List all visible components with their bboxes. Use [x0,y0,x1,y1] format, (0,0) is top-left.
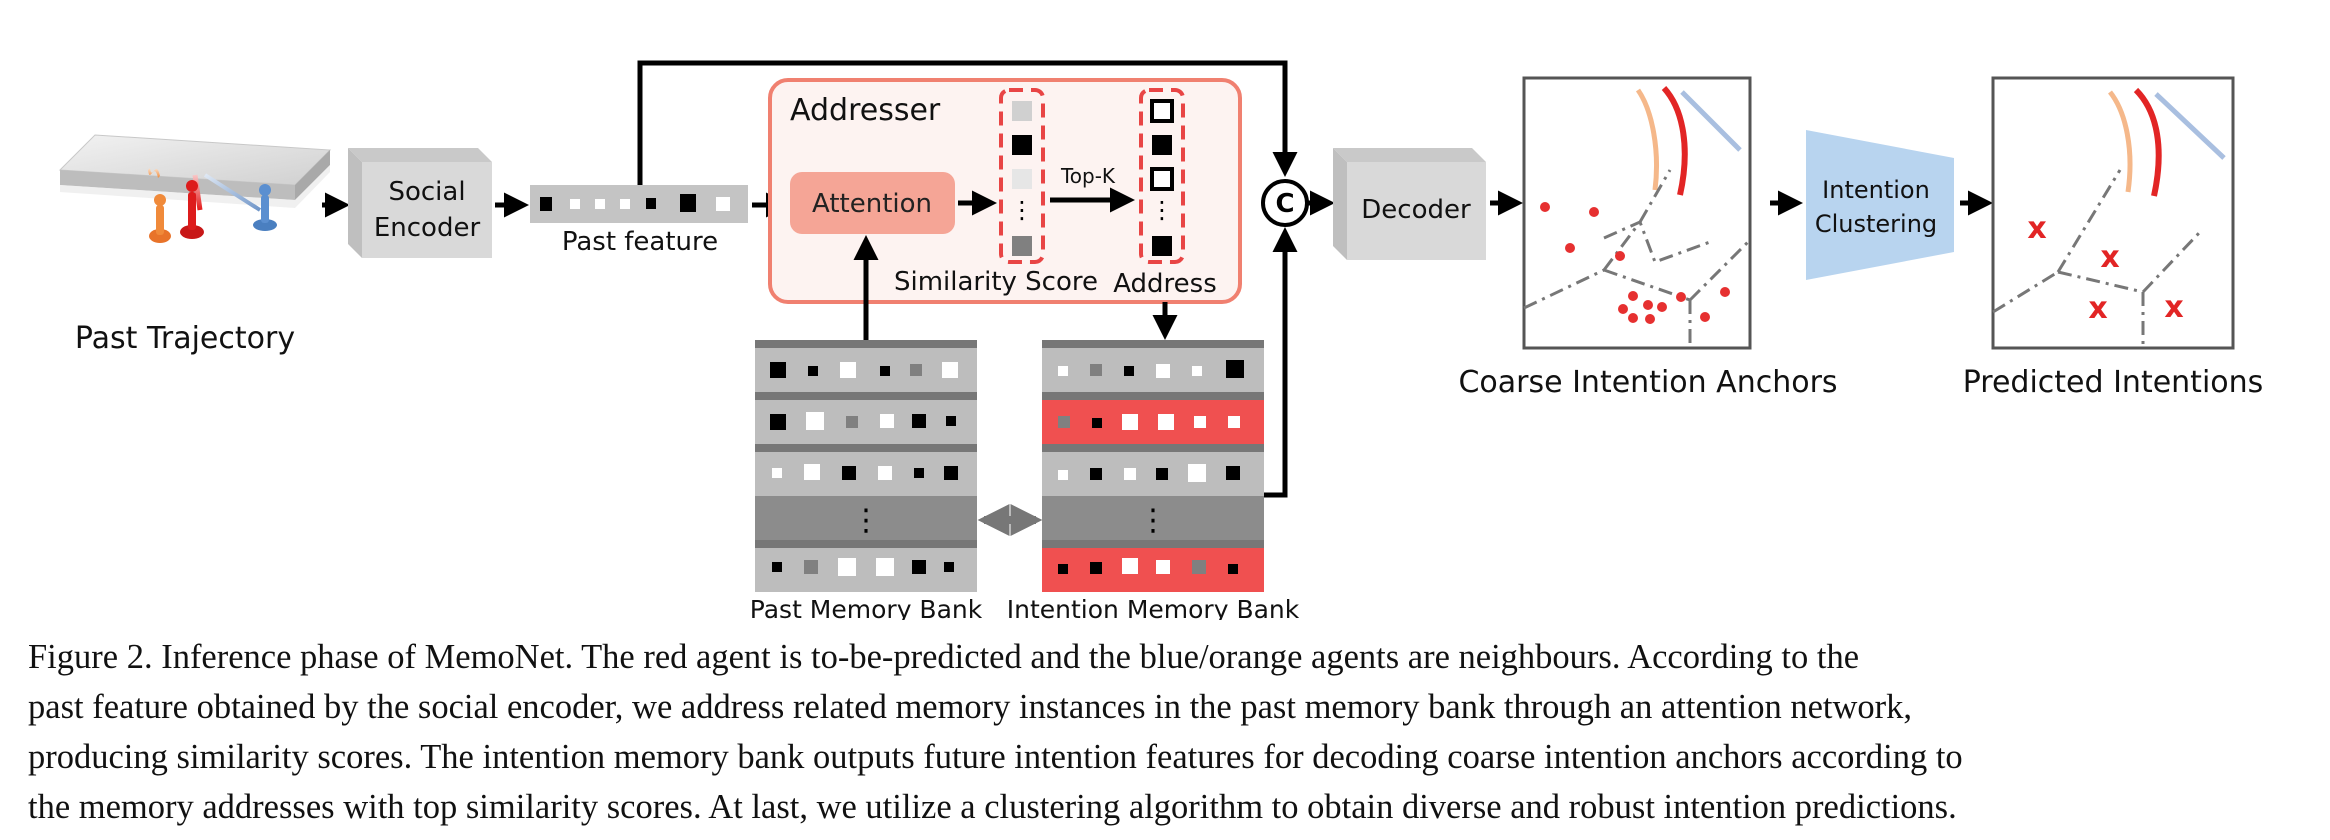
address-column: ⋮ [1139,88,1185,264]
caption-line-4: the memory addresses with top similarity… [28,788,1957,826]
predicted-intentions-panel: x x x x [1991,76,2235,350]
concat-symbol: C [1275,189,1294,219]
intention-clustering-block [1806,130,1954,280]
address-label: Address [1113,269,1217,299]
attention-block [790,172,955,234]
prediction-marker-2: x [2100,240,2119,275]
attention-label: Attention [812,189,932,219]
past-bank-ellipsis: ⋮ [851,503,881,538]
past-memory-bank: ⋮ [755,340,977,592]
coarse-intention-anchors-panel [1522,76,1752,350]
past-trajectory-scene [58,134,332,243]
top-k-label: Top-K [1060,164,1116,188]
address-ellipsis: ⋮ [1150,196,1174,224]
agent-orange-icon [149,194,171,243]
similarity-ellipsis: ⋮ [1010,196,1034,224]
clustering-line2: Clustering [1815,210,1937,238]
similarity-score-column: ⋮ [999,88,1045,264]
figure-caption: Figure 2. Inference phase of MemoNet. Th… [28,632,2298,832]
coarse-anchors-label: Coarse Intention Anchors [1458,365,1837,400]
intention-memory-bank: ⋮ [1042,340,1264,592]
skip-connection-arrow [637,60,1298,185]
memonet-diagram: Past Trajectory Social Encoder Past feat… [58,60,2264,624]
past-feature-bar [530,185,748,223]
addresser-box [768,78,1242,304]
prediction-marker-4: x [2164,290,2183,325]
similarity-score-label: Similarity Score [894,267,1098,297]
intention-memory-bank-label: Intention Memory Bank [1007,595,1300,620]
decoder-label: Decoder [1361,195,1471,225]
predicted-label: Predicted Intentions [1963,365,2264,400]
past-trajectory-label: Past Trajectory [75,321,295,356]
addresser-title: Addresser [790,93,941,128]
concat-icon: C [1261,179,1309,227]
prediction-marker-1: x [2027,211,2046,246]
caption-line-2: past feature obtained by the social enco… [28,688,1913,726]
decoder-box [1333,148,1486,260]
social-encoder-line1: Social [388,177,465,207]
caption-line-3: producing similarity scores. The intenti… [28,738,1963,776]
blue-trajectory [203,173,262,212]
agent-blue-icon [253,184,277,231]
arrow-bank-to-concat [1264,227,1298,498]
social-encoder-box [348,148,492,258]
caption-line-1: Figure 2. Inference phase of MemoNet. Th… [28,638,1860,676]
red-trajectory [192,174,203,211]
orange-trajectory [148,168,160,178]
prediction-marker-3: x [2088,291,2107,326]
anchor-dots [1540,202,1730,324]
past-feature-label: Past feature [562,227,718,257]
clustering-line1: Intention [1822,176,1930,204]
agent-red-icon [180,180,204,239]
social-encoder-line2: Encoder [374,213,481,243]
past-memory-bank-label: Past Memory Bank [750,595,983,620]
intention-bank-ellipsis: ⋮ [1138,503,1168,538]
